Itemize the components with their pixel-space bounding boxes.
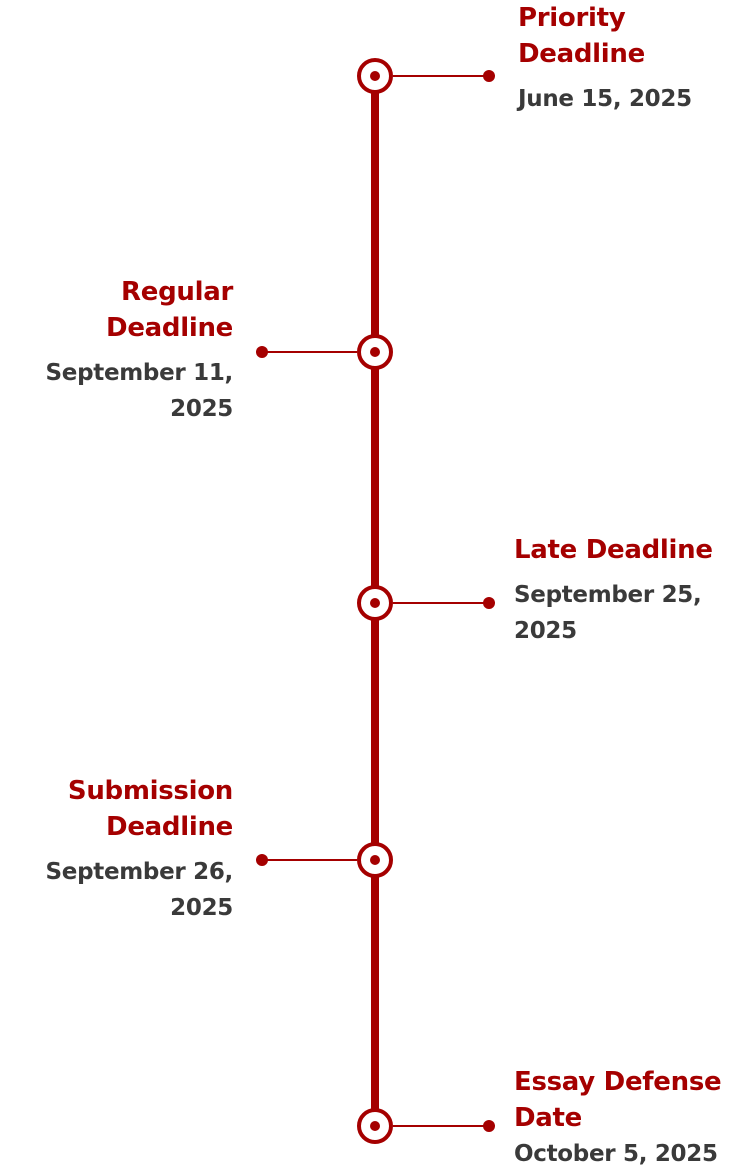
timeline-node-late bbox=[357, 585, 393, 621]
timeline-node-submission bbox=[357, 842, 393, 878]
connector-priority bbox=[393, 70, 495, 82]
event-title: Late Deadline bbox=[514, 535, 713, 565]
event-title: Priority Deadline bbox=[518, 3, 645, 69]
connector-end-dot bbox=[483, 1120, 495, 1132]
connector-end-dot bbox=[256, 346, 268, 358]
event-date: September 26, 2025 bbox=[45, 859, 234, 921]
node-center-dot bbox=[370, 71, 380, 81]
connector-end-dot bbox=[256, 854, 268, 866]
connector-end-dot bbox=[483, 597, 495, 609]
event-regular: Regular Deadline September 11, 2025 bbox=[40, 274, 234, 427]
timeline-node-regular bbox=[357, 334, 393, 370]
connector-essay-defense bbox=[393, 1120, 495, 1132]
event-date: September 25, 2025 bbox=[514, 582, 702, 644]
event-title: Submission Deadline bbox=[67, 776, 233, 842]
event-title: Essay Defense Date bbox=[514, 1067, 722, 1133]
event-date: June 15, 2025 bbox=[518, 86, 692, 112]
event-submission: Submission Deadline September 26, 2025 bbox=[20, 773, 234, 926]
timeline-node-essay-defense bbox=[357, 1108, 393, 1144]
node-center-dot bbox=[370, 855, 380, 865]
connector-late bbox=[393, 597, 495, 609]
event-date: September 11, 2025 bbox=[45, 360, 234, 422]
event-date: October 5, 2025 bbox=[514, 1141, 718, 1167]
connector-regular bbox=[256, 346, 357, 358]
node-center-dot bbox=[370, 1121, 380, 1131]
event-title: Regular Deadline bbox=[106, 277, 233, 343]
event-late: Late Deadline September 25, 2025 bbox=[514, 532, 739, 649]
node-center-dot bbox=[370, 347, 380, 357]
connector-end-dot bbox=[483, 70, 495, 82]
node-center-dot bbox=[370, 598, 380, 608]
connector-submission bbox=[256, 854, 357, 866]
event-priority: Priority Deadline June 15, 2025 bbox=[518, 0, 718, 117]
timeline-node-priority bbox=[357, 58, 393, 94]
event-essay-defense: Essay Defense Date October 5, 2025 bbox=[514, 1064, 750, 1172]
